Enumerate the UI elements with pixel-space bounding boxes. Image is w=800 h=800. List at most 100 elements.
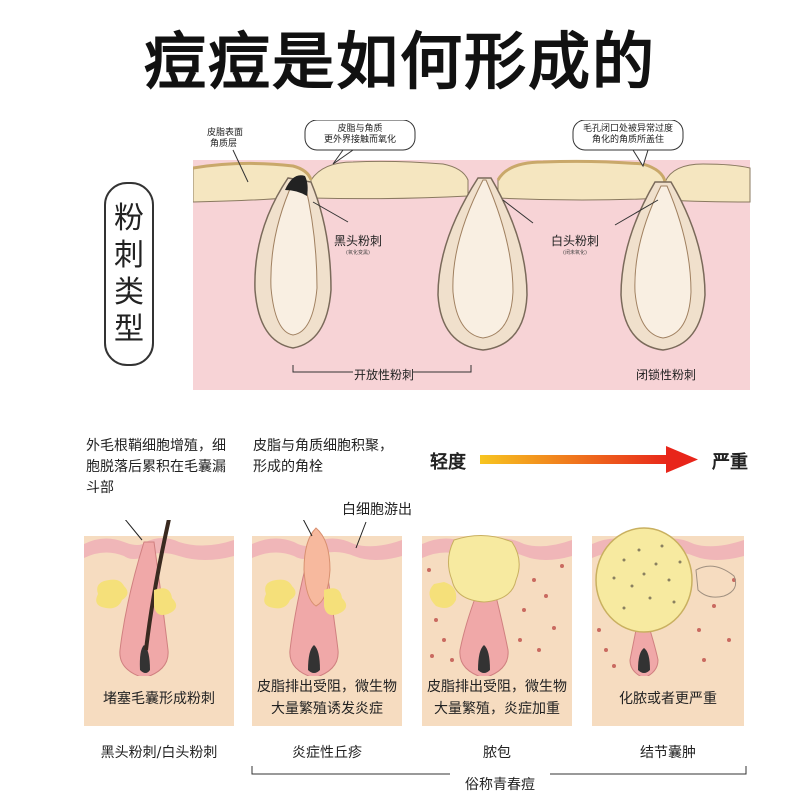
whitehead-sub-text: (闭未氧化) [563,250,587,256]
note-line: 皮脂与角质细胞积聚， [253,438,393,454]
stage-name-cyst: 结节囊肿 [640,745,696,761]
caption-line: 大量繁殖，炎症加重 [434,701,560,717]
side-label-char: 型 [114,312,144,347]
arrow-shaft [480,455,670,464]
caption-line: 皮脂排出受阻，微生物 [427,679,567,695]
white-cell-note: 白细胞游出 [342,502,412,518]
surface-callout: 皮脂表面 角质层 [207,128,243,150]
stage-caption: 堵塞毛囊形成粉刺 [84,688,234,710]
stage-panel-pustule [422,535,572,726]
keratin-plug [303,527,331,607]
sebum-plug [270,181,318,336]
note-line: 外毛根鞘细胞增殖，细 [86,438,226,454]
callout-text: 更外界接触而氧化 [323,135,396,145]
sebaceous-gland [154,588,177,615]
common-name-bracket [251,766,747,775]
side-label-char: 类 [114,275,144,310]
stage-name-papule: 炎症性丘疹 [292,745,362,761]
leader-line [355,521,367,549]
corneum-layer [497,160,666,201]
hair-shaft [144,520,171,651]
side-label-char: 粉 [114,201,144,236]
hair-bulb [308,645,320,673]
caption-area [84,676,234,726]
page-title: 痘痘是如何形成的 [143,25,656,98]
caption-line: 皮脂排出受阻，微生物 [257,679,397,695]
sebaceous-gland [324,588,347,615]
leader-line [232,149,249,183]
caption-line: 化脓或者更严重 [619,691,717,707]
caption-area [592,676,744,726]
acne-stages [84,520,744,726]
blackhead-label-text: 黑头粉刺 [334,234,383,248]
leader-line [614,199,659,226]
corneum-layer [664,163,751,203]
closed-pore-callout: 毛孔闭口处被异常过度 角化的角质所盖住 [573,124,683,146]
callout-pointer [332,149,355,165]
bracket-line [251,766,747,775]
sebum-surface [193,161,313,181]
tissue-outline [695,565,737,598]
leader-line [303,520,313,537]
pustule-head [448,535,520,603]
callout-text: 皮脂表面 [207,128,244,138]
hair-bulb [638,648,650,673]
stage-panel-comedo [84,520,234,726]
stage-name-comedo: 黑头粉刺/白头粉刺 [100,745,218,761]
comedo-diagram [193,120,751,390]
caption-line: 堵塞毛囊形成粉刺 [103,691,215,707]
note-line: 斗部 [86,480,114,496]
cyst-dots [612,544,682,610]
oxidized-callout: 皮脂与角质 更外界接触而氧化 [305,124,415,146]
sebaceous-gland [96,579,128,609]
leader-line [502,199,534,224]
sebum-plug [452,179,514,339]
stage-caption: 化脓或者更严重 [592,688,744,710]
callout-bubble [304,120,416,151]
sebaceous-gland [429,582,457,608]
sebum-plug [634,185,692,339]
blackhead-label: 黑头粉刺 (氧化变黑) [334,232,382,256]
sebum-surface [496,159,667,183]
severity-arrow [480,446,698,473]
leader-line [124,520,143,541]
severity-severe-label: 严重 [712,452,748,473]
whitehead-label: 白头粉刺 (闭未氧化) [551,232,599,256]
blackhead-sub-text: (氧化变黑) [346,250,370,256]
sebaceous-gland [264,579,296,609]
caption-line: 大量繁殖诱发炎症 [271,701,383,717]
hair-bulb [478,645,490,673]
callout-pointer [632,149,649,168]
epidermis [84,538,234,560]
severity-mild-label: 轻度 [430,452,466,473]
stage-name-pustule: 脓包 [483,745,511,761]
common-name-label: 俗称青春痘 [465,777,535,793]
side-label-char: 刺 [114,238,144,273]
callout-bubble [572,120,684,151]
hair-bulb [139,645,150,673]
keratin-plug-note: 皮脂与角质细胞积聚， 形成的角栓 [253,436,413,478]
stage-panel-papule [252,520,402,726]
note-line: 形成的角栓 [253,459,323,475]
note-line: 胞脱落后累积在毛囊漏 [86,459,226,475]
stage-panel-cyst [592,527,744,726]
blackhead-tip [285,175,308,196]
caption-area [422,676,572,726]
open-comedo-label: 开放性粉刺 [354,368,415,382]
cyst-body [595,527,693,633]
callout-text: 皮脂与角质 [337,124,383,134]
follicle-note: 外毛根鞘细胞增殖，细 胞脱落后累积在毛囊漏 斗部 [86,436,246,499]
inflammation-dots [427,564,564,662]
stage-caption: 皮脂排出受阻，微生物 大量繁殖，炎症加重 [422,676,572,720]
callout-text: 角化的角质所盖住 [591,135,664,145]
leader-line [312,201,349,223]
corneum-layer [310,160,469,200]
whitehead-label-text: 白头粉刺 [551,234,600,248]
stage-caption: 皮脂排出受阻，微生物 大量繁殖诱发炎症 [252,676,402,720]
callout-text: 角质层 [210,139,238,149]
caption-area [252,676,402,726]
callout-text: 毛孔闭口处被异常过度 [582,124,673,134]
arrow-head [666,446,698,473]
comedo-types-label: 粉 刺 类 型 [104,182,154,366]
closed-comedo-label: 闭锁性粉刺 [636,368,697,382]
